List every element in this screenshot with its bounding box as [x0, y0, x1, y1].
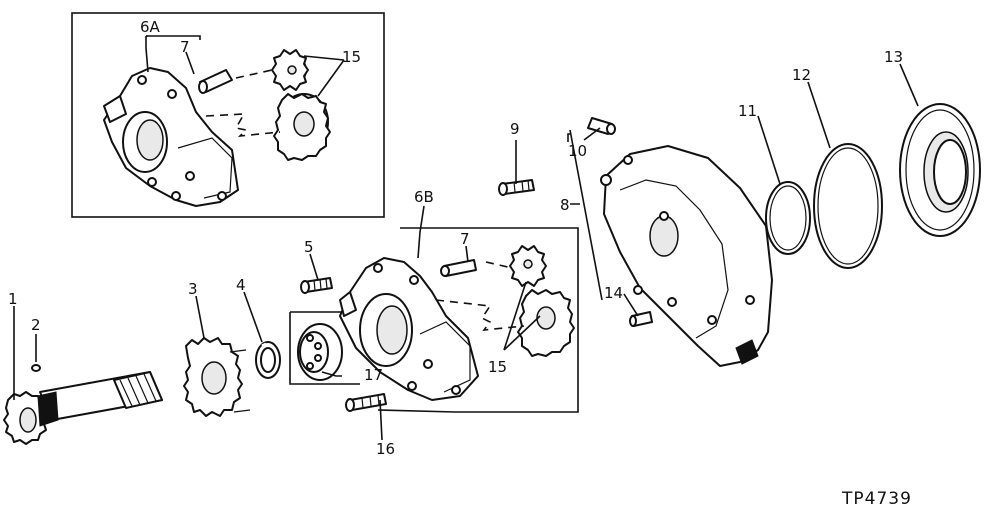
o-ring-11-inner [769, 185, 807, 251]
pump-housing-6a [103, 67, 239, 207]
cap-screw-5 [300, 277, 333, 294]
seal-12 [813, 143, 883, 269]
leader-6a [145, 35, 149, 73]
callout-5: 5 [304, 238, 314, 256]
pump-housing-6b [339, 257, 479, 401]
callout-4: 4 [236, 276, 246, 294]
pump-cover-8 [600, 145, 773, 367]
leader-7a [185, 51, 195, 75]
large-gear-main [517, 289, 575, 357]
dowel-pin-14 [629, 311, 653, 327]
callout-13: 13 [884, 48, 903, 66]
dowel-pin-10 [587, 117, 616, 135]
callout-7-main: 7 [460, 230, 470, 248]
callout-9: 9 [510, 120, 520, 138]
small-gear-main [509, 245, 547, 287]
callout-14: 14 [604, 284, 623, 302]
leader-6a-top [146, 35, 201, 40]
leader-lines [13, 63, 919, 441]
callout-15-inset: 15 [342, 48, 361, 66]
small-gear-inset [271, 49, 309, 91]
inset-box-6a [71, 12, 385, 218]
callout-3: 3 [188, 280, 198, 298]
callout-12: 12 [792, 66, 811, 84]
key-2 [31, 364, 41, 372]
needle-bearing [297, 323, 343, 381]
dowel-pin-inset [198, 69, 233, 94]
callout-8: 8 [560, 196, 570, 214]
wear-plate-13 [899, 103, 981, 237]
drive-gear-3 [183, 337, 251, 417]
callout-17: 17 [364, 366, 383, 384]
dashed-guide [235, 69, 273, 79]
callout-11: 11 [738, 102, 757, 120]
large-gear-inset [273, 93, 331, 161]
reference-code: TP4739 [841, 489, 912, 509]
dowel-pin-main [440, 259, 477, 277]
callout-16: 16 [376, 440, 395, 458]
o-ring-11 [765, 181, 811, 255]
cap-screw-16 [345, 393, 387, 412]
callout-10: 10 [568, 142, 587, 160]
callout-7-inset: 7 [180, 38, 190, 56]
leader-15a [303, 55, 345, 97]
callout-15-main: 15 [488, 358, 507, 376]
snap-ring-4 [255, 341, 281, 379]
callout-6b: 6B [414, 188, 434, 206]
cap-screw-9 [498, 179, 535, 196]
seal-12-inner [817, 147, 879, 265]
callout-1: 1 [8, 290, 18, 308]
callout-2: 2 [31, 316, 41, 334]
callout-6a: 6A [140, 18, 161, 36]
drive-shaft-gear [3, 371, 163, 445]
dashed-guide-4 [435, 299, 525, 331]
dashed-guide-3 [485, 261, 513, 269]
dashed-guide-2 [205, 113, 281, 138]
